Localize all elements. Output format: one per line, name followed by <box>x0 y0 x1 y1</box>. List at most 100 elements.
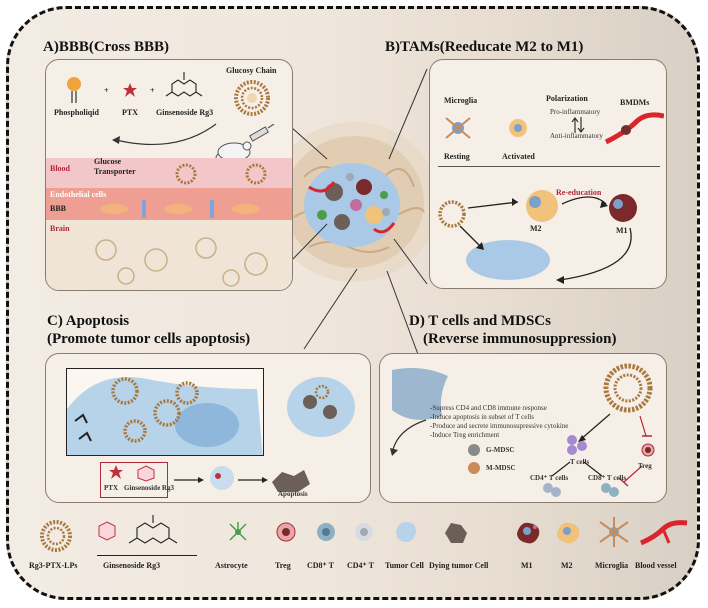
tumor-cell-zoom <box>67 377 263 455</box>
tcells-label: T cells <box>570 458 590 466</box>
mdsc-line-2: -Induce apoptosis in subset of T cells <box>430 413 534 421</box>
panel-d: -Supress CD4 and CD8 immune response -In… <box>379 353 667 503</box>
brain-tumor-illustration <box>269 122 439 282</box>
liposome-icon <box>234 80 270 116</box>
panel-c-title-2: (Promote tumor cells apoptosis) <box>47 331 251 347</box>
legend-label-treg: Treg <box>275 561 291 570</box>
endothelial-layer <box>46 188 292 220</box>
brain-label: Brain <box>50 224 70 233</box>
panel-d-title-2: (Reverse immunosuppression) <box>423 331 617 347</box>
legend-label-blood-vessel: Blood vessel <box>635 561 677 570</box>
bmdm-vessel <box>604 112 664 145</box>
legend-m1-icon <box>517 522 540 544</box>
legend-microglia-icon <box>599 517 629 547</box>
legend-label-m2: M2 <box>561 561 573 570</box>
microglia-cells <box>445 117 527 139</box>
m1-label: M1 <box>616 226 628 235</box>
panel-b: Microglia Polarization Pro-inflammatory … <box>429 59 667 289</box>
panel-b-divider <box>438 166 660 167</box>
treg-label: Treg <box>638 462 652 470</box>
legend-cd4-icon <box>355 523 373 541</box>
drug-icons <box>109 465 155 482</box>
legend: Rg3-PTX-LPs Ginsenoside Rg3 Astrocyte Tr… <box>9 509 697 597</box>
liposome-d <box>603 363 653 413</box>
legend-label-cd4: CD4⁺ T <box>347 561 374 570</box>
panel-d-title-1: D) T cells and MDSCs <box>409 313 551 329</box>
glucose-transporter-label-2: Transporter <box>94 167 136 176</box>
mmdsc-label: M-MDSC <box>486 464 516 472</box>
legend-blood-vessel-icon <box>640 520 688 546</box>
panel-c-ptx-label: PTX <box>104 484 118 492</box>
polarization-arrows <box>571 117 585 133</box>
connector-lines <box>290 68 428 358</box>
endothelial-cells <box>100 200 260 218</box>
cd4-label: CD4⁺ T cells <box>530 474 569 482</box>
legend-liposome-icon <box>40 520 72 552</box>
ptx-label: PTX <box>122 108 138 117</box>
drug-box <box>100 462 168 498</box>
apoptosis-label: Apoptosis <box>278 490 308 498</box>
legend-label-dying-tumor-cell: Dying tumor Cell <box>429 561 489 570</box>
brain-cells <box>95 237 268 287</box>
figure-frame: A)BBB(Cross BBB) Phospholiqid + PTX + Gi… <box>6 6 700 600</box>
gmdsc-label: G-MDSC <box>486 446 515 454</box>
phospholipid-label: Phospholiqid <box>54 108 99 117</box>
pro-inflammatory-label: Pro-inflammatory <box>550 108 601 116</box>
resting-label: Resting <box>444 152 470 161</box>
glucosy-chain-label: Glucosy Chain <box>226 66 277 75</box>
panel-a-title: A)BBB(Cross BBB) <box>43 39 169 55</box>
panel-b-title: B)TAMs(Reeducate M2 to M1) <box>385 39 584 55</box>
activated-label: Activated <box>502 152 535 161</box>
mdsc-source <box>390 368 448 456</box>
legend-treg-icon <box>276 522 296 542</box>
legend-rg3-hexagon-icon <box>98 521 116 541</box>
mdsc-line-4: -Induce Treg enrichment <box>430 431 500 439</box>
ptx-icon <box>123 83 137 97</box>
rg3-label: Ginsenoside Rg3 <box>156 108 214 117</box>
legend-tumor-cell-icon <box>396 522 416 542</box>
legend-label-rg3: Ginsenoside Rg3 <box>103 561 161 570</box>
blood-liposomes <box>175 163 267 185</box>
reeducation-diagram <box>438 190 637 284</box>
m2-label: M2 <box>530 224 542 233</box>
endothelial-label: Endothelial cells <box>50 190 107 199</box>
plus-2: + <box>150 86 155 95</box>
anti-inflammatory-label: Anti-inflammatory <box>550 132 603 140</box>
cd8-label: CD8⁺ T cells <box>588 474 627 482</box>
legend-label-rg3-ptx-lps: Rg3-PTX-LPs <box>29 561 78 570</box>
tcell-flow <box>543 413 655 497</box>
panel-c: PTX Ginsenoside Rg3 Apoptosis <box>45 353 371 503</box>
panel-c-rg3-label: Ginsenoside Rg3 <box>124 484 174 492</box>
legend-rg3-underline <box>97 555 197 556</box>
legend-label-microglia: Microglia <box>595 561 629 570</box>
plus-1: + <box>104 86 109 95</box>
legend-dying-tumor-cell-icon <box>445 523 467 543</box>
bbb-label: BBB <box>50 204 67 213</box>
syringe-icon <box>249 124 275 142</box>
apoptosis-zoom-box <box>66 368 264 456</box>
panel-a: Phospholiqid + PTX + Ginsenoside Rg3 Glu… <box>45 59 293 291</box>
legend-rg3-structure-icon <box>128 515 178 544</box>
glucose-transporter-label-1: Glucose <box>94 157 122 166</box>
mdsc-cells <box>468 444 480 474</box>
legend-label-tumor-cell: Tumor Cell <box>385 561 424 570</box>
polarization-label: Polarization <box>546 94 588 103</box>
mdsc-line-3: -Produce and secrete immunosupressive cy… <box>430 422 569 430</box>
panel-c-title-1: C) Apoptosis <box>47 313 130 329</box>
legend-label-m1: M1 <box>521 561 533 570</box>
apoptosis-flow <box>174 466 310 492</box>
rg3-structure-icon <box>165 72 203 97</box>
legend-m2-icon <box>557 522 580 544</box>
legend-label-astrocyte: Astrocyte <box>215 561 248 570</box>
bmdms-label: BMDMs <box>620 98 650 107</box>
tumor-cluster <box>287 377 355 437</box>
legend-astrocyte-icon <box>229 522 247 541</box>
microglia-label: Microglia <box>444 96 478 105</box>
curved-arrow <box>112 123 217 145</box>
phospholipid-icon <box>67 77 81 103</box>
legend-cd8-icon <box>317 523 335 541</box>
legend-label-cd8: CD8⁺ T <box>307 561 334 570</box>
blood-label: Blood <box>50 164 71 173</box>
mdsc-line-1: -Supress CD4 and CD8 immune response <box>430 404 547 412</box>
reeducation-label: Re-education <box>556 188 602 197</box>
